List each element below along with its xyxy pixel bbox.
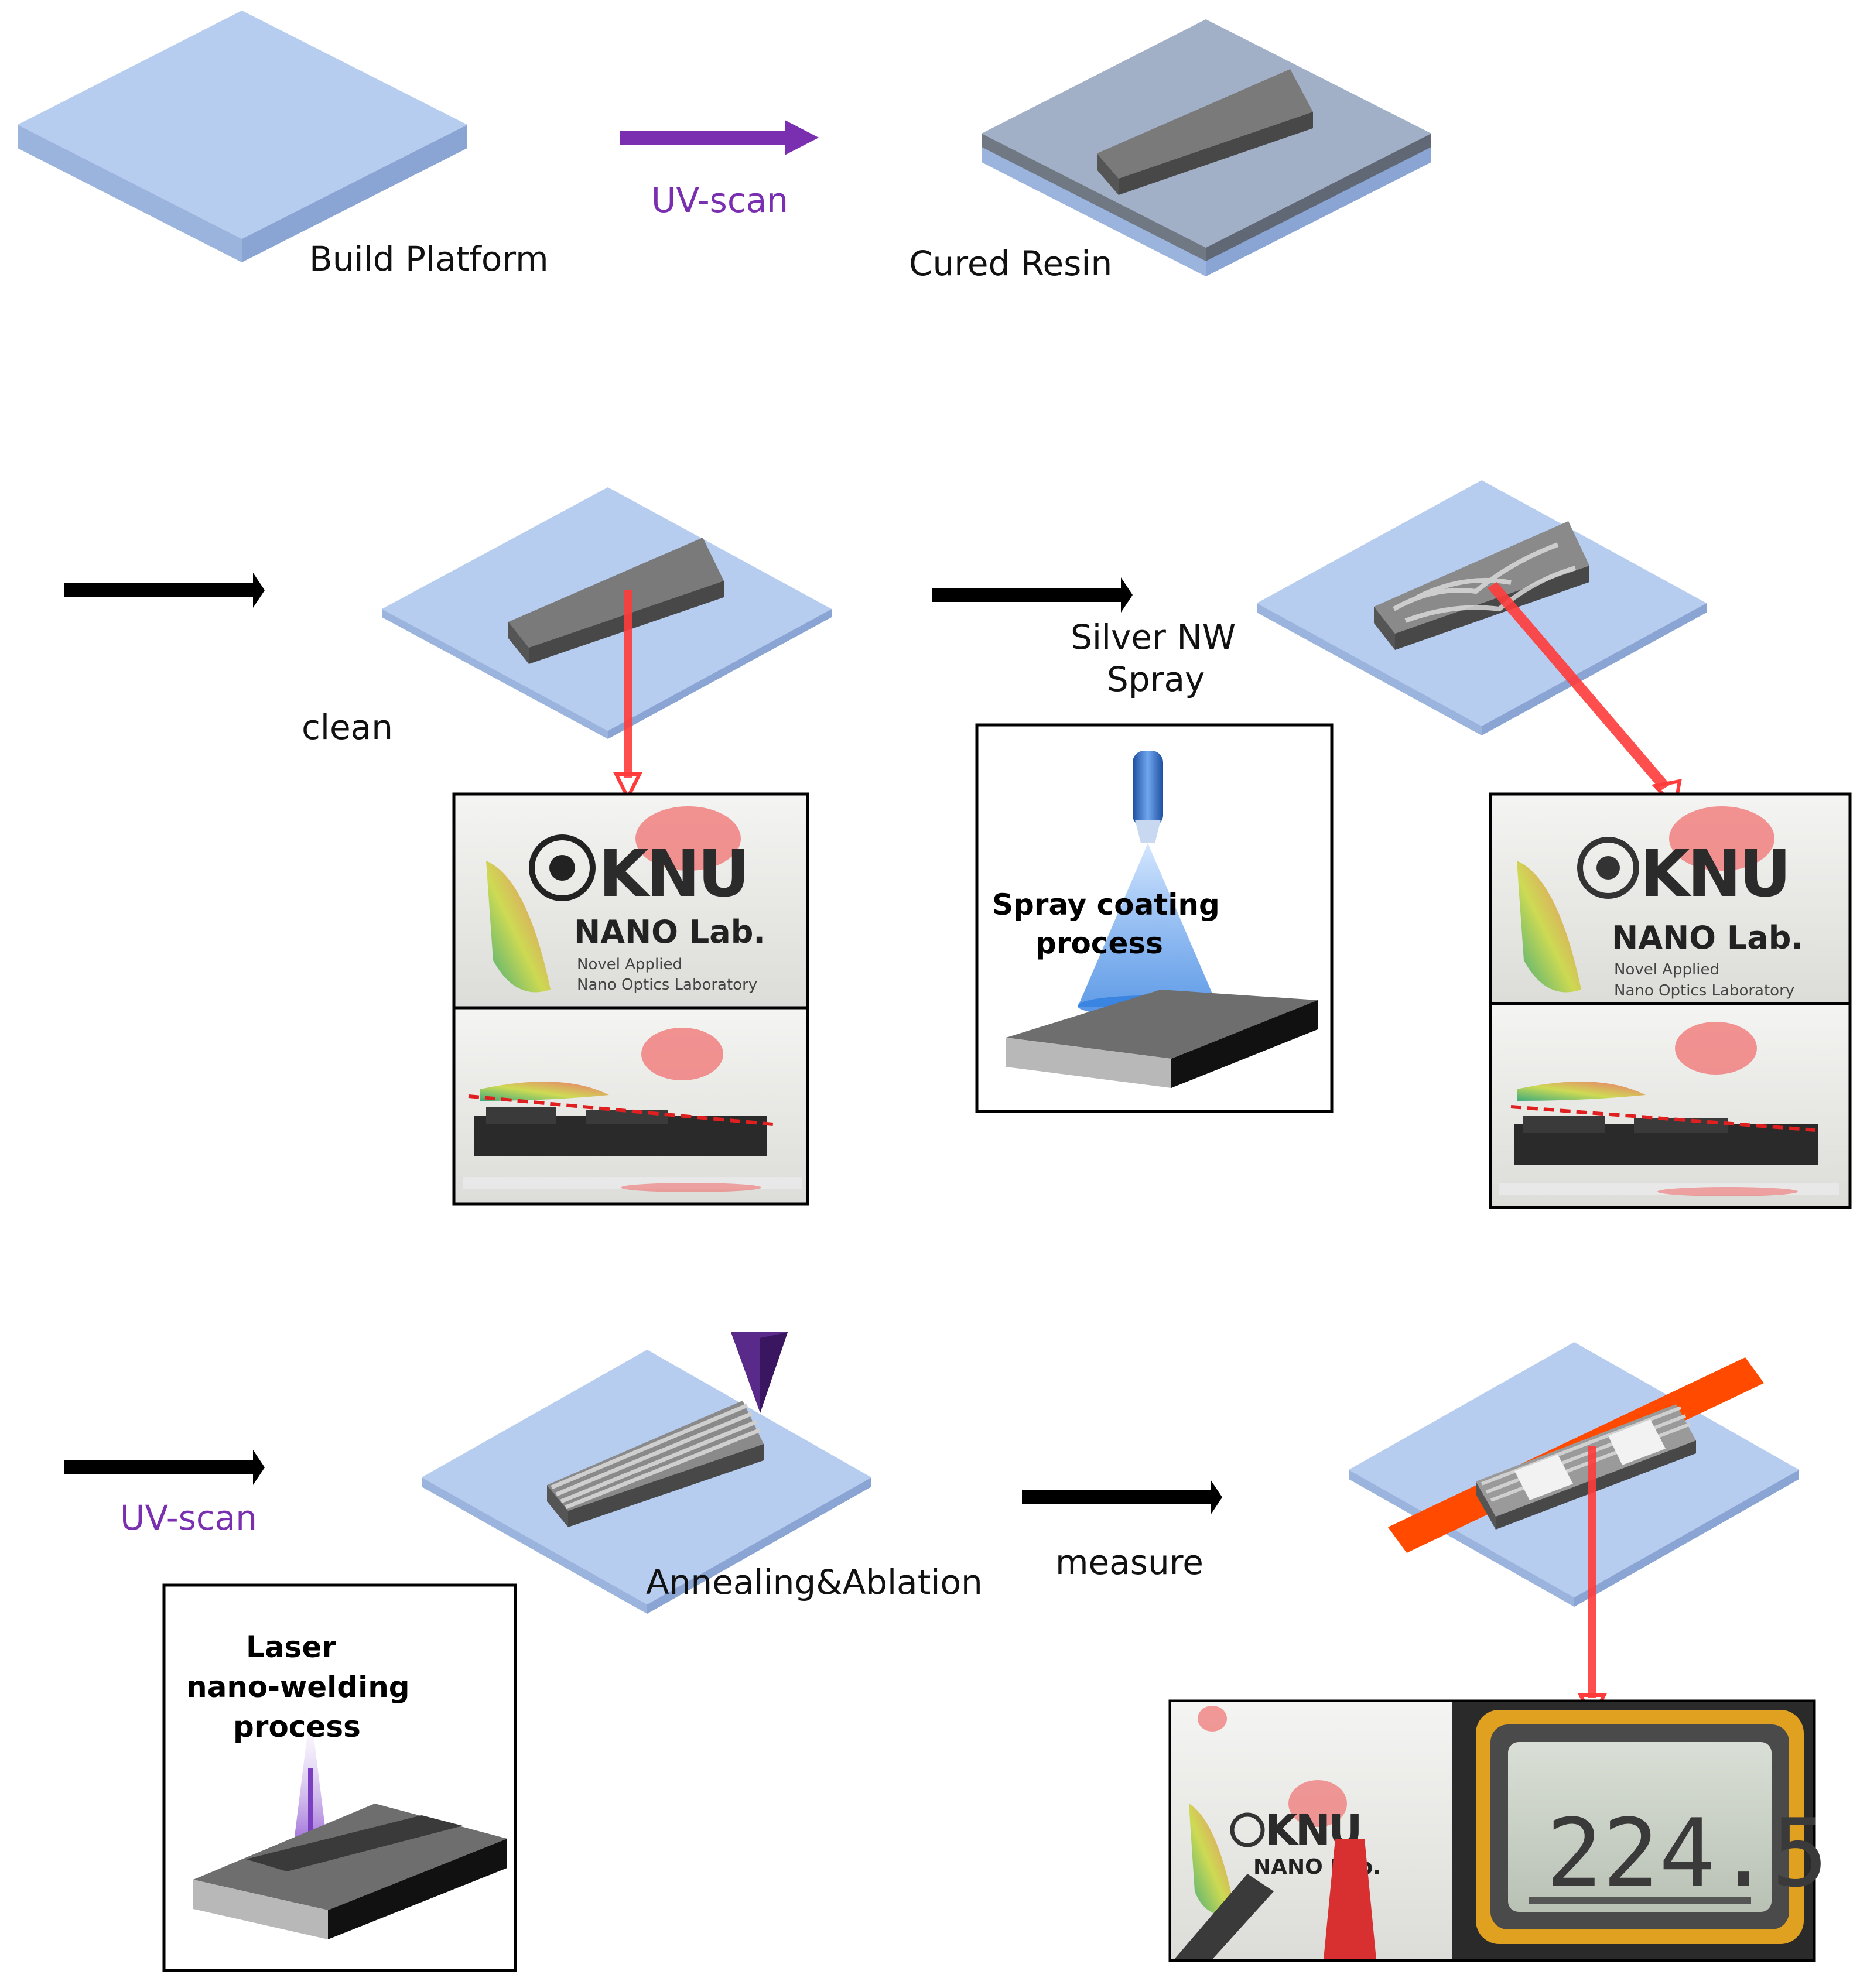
label-cured-resin: Cured Resin [909,244,1112,283]
spray-nozzle-icon [1133,751,1163,843]
process-arrow-spray [932,577,1133,613]
photo-lab-sub2-2: Nano Optics Laboratory [1614,982,1794,1000]
knu-logo-icon-3 [1230,1812,1265,1847]
label-silver-nw-line1: Silver NW [1071,617,1236,657]
photo-inset-cleaned: KNU NANO Lab. Novel Applied Nano Optics … [452,792,809,1010]
photo-logo-text: KNU [599,836,748,911]
photo-logo-text-2: KNU [1640,836,1789,911]
label-uv-scan-2: UV-scan [120,1498,257,1538]
laser-tip-icon [731,1332,788,1413]
inset-laser-line1: Laser [246,1630,336,1664]
laser-welding-inset: Laser nano-welding process [162,1583,517,1972]
process-arrow-clean [64,573,265,608]
build-platform [18,11,467,262]
process-arrow-uv-scan-2 [64,1450,265,1485]
spray-coating-inset: Spray coating process [975,723,1334,1113]
inset-laser-line2: nano-welding [186,1670,410,1704]
inset-spray-line1: Spray coating [992,888,1220,922]
silver-nw-block [1374,521,1589,650]
photo-inset-cleaned-side [452,1006,809,1206]
photo-inset-silver-nw-side [1489,1002,1852,1209]
knu-logo-icon-2 [1577,837,1639,899]
photo-lab-name-2: NANO Lab. [1612,919,1803,956]
patterned-block [547,1401,764,1527]
uv-scan-arrow-1 [620,120,819,155]
photo-lab-name: NANO Lab. [574,913,765,950]
photo-inset-silver-nw: KNU NANO Lab. Novel Applied Nano Optics … [1489,792,1852,1005]
photo-lab-sub2: Nano Optics Laboratory [577,976,757,994]
label-uv-scan-1: UV-scan [651,180,788,220]
photo-lab-sub1-2: Novel Applied [1614,961,1719,978]
cured-resin-block [1097,69,1313,195]
callout-arrow-1 [613,590,642,802]
label-annealing-ablation: Annealing&Ablation [646,1562,983,1602]
measurement-photo-inset: KNU NANO Lab. 224.5 [1168,1699,1828,1962]
label-build-platform: Build Platform [309,239,549,279]
label-silver-nw-line2: Spray [1107,659,1205,699]
process-arrow-measure [1022,1480,1222,1515]
photo-lab-sub1: Novel Applied [577,956,682,973]
knu-logo-icon [529,834,596,901]
label-clean: clean [302,707,393,747]
inset-laser-line3: process [233,1710,361,1744]
meter-reading: 224.5 [1546,1798,1828,1908]
label-measure: measure [1055,1542,1203,1582]
inset-spray-line2: process [1035,926,1163,960]
